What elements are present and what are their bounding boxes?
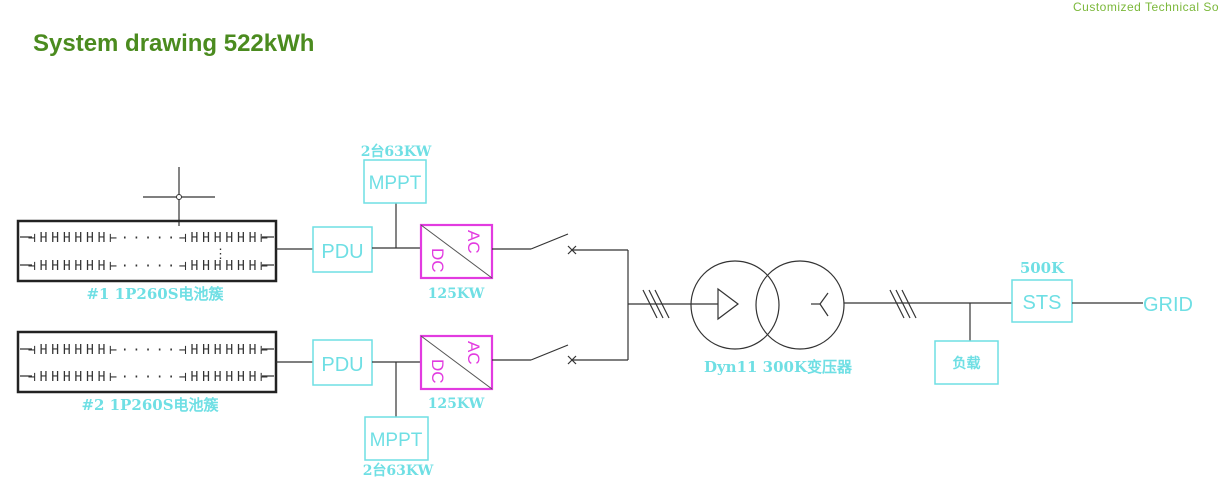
transformer xyxy=(690,260,845,350)
svg-text:AC: AC xyxy=(464,230,483,254)
battery-cells-row: ⊣HHHHHH⊢·····⊣HHHHHH⊢ xyxy=(28,343,268,358)
mppt-2-rating: 2台63KW xyxy=(363,462,434,479)
transformer-label: Dyn11 300K变压器 xyxy=(704,358,853,376)
sts-rating: 500K xyxy=(1020,259,1065,277)
breaker-switch-2 xyxy=(492,344,628,365)
battery-cells-row: ⊣HHHHHH⊢·····⊣HHHHHH⊢ xyxy=(28,259,268,274)
sts: STS xyxy=(1011,279,1073,323)
battery-cluster-2: ⊣HHHHHH⊢·····⊣HHHHHH⊢ ⊣HHHHHH⊢·····⊣HHHH… xyxy=(16,330,278,394)
battery-cells-row: ⊣HHHHHH⊢·····⊣HHHHHH⊢ xyxy=(28,231,268,246)
mppt-2: MPPT xyxy=(364,416,429,461)
breaker-switch-1 xyxy=(492,233,628,255)
crosshair-icon xyxy=(143,167,215,226)
mppt-1: MPPT xyxy=(363,159,427,204)
pdu-2: PDU xyxy=(312,339,373,386)
svg-text:PDU: PDU xyxy=(321,241,363,263)
grid-label: GRID xyxy=(1143,294,1193,316)
converter-1-rating: 125KW xyxy=(428,286,485,302)
svg-text:MPPT: MPPT xyxy=(369,173,422,194)
svg-text:⋮: ⋮ xyxy=(214,247,227,262)
svg-text:负载: 负载 xyxy=(953,355,981,372)
svg-text:STS: STS xyxy=(1023,292,1062,314)
svg-text:AC: AC xyxy=(464,341,483,365)
battery-cluster-1-label: #1 1P260S电池簇 xyxy=(86,285,224,303)
ac-dc-converter-2: AC DC xyxy=(419,334,494,391)
battery-cells-row: ⊣HHHHHH⊢·····⊣HHHHHH⊢ xyxy=(28,370,268,385)
load: 负载 xyxy=(934,340,999,385)
battery-cluster-1: ⊣HHHHHH⊢·····⊣HHHHHH⊢ ⊣HHHHHH⊢·····⊣HHHH… xyxy=(16,219,278,283)
battery-cluster-2-label: #2 1P260S电池簇 xyxy=(81,396,219,414)
mppt-1-rating: 2台63KW xyxy=(361,143,432,160)
svg-text:PDU: PDU xyxy=(321,354,363,376)
three-phase-marks xyxy=(889,289,917,319)
ac-dc-converter-1: AC DC xyxy=(419,223,494,280)
top-note: Customized Technical So xyxy=(1072,0,1219,14)
three-phase-marks xyxy=(642,289,670,319)
svg-text:MPPT: MPPT xyxy=(370,430,423,451)
svg-text:DC: DC xyxy=(428,248,447,273)
converter-2-rating: 125KW xyxy=(428,396,485,412)
svg-text:DC: DC xyxy=(428,359,447,384)
page-title: System drawing 522kWh xyxy=(33,30,315,57)
pdu-1: PDU xyxy=(312,226,373,273)
